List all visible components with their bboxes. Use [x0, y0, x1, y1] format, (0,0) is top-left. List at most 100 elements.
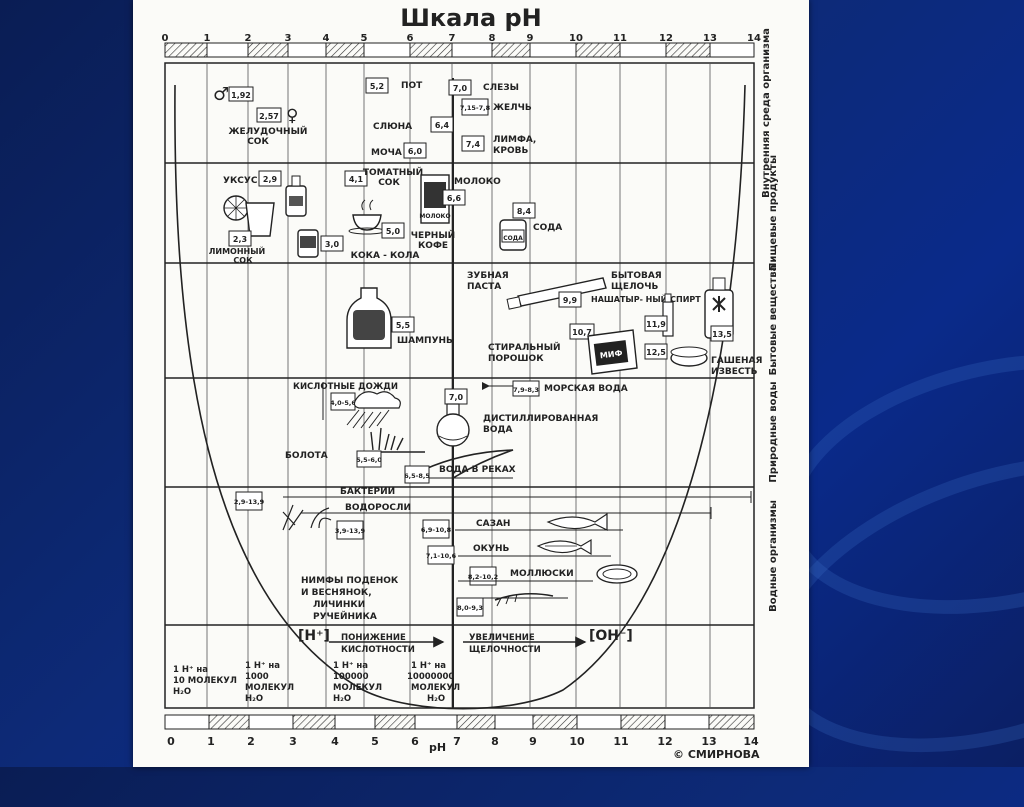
top-scale-bar	[164, 42, 755, 58]
soda-value: 8,4	[517, 207, 532, 216]
bottom-tick-label: 2	[247, 735, 255, 748]
hatched-segment	[491, 42, 531, 58]
top-tick-label: 2	[245, 33, 252, 44]
value-box	[448, 79, 472, 96]
plain-segment	[709, 42, 755, 58]
toothpaste-label: ЗУБНАЯ	[467, 271, 509, 281]
ratio-line: МОЛЕКУЛ	[333, 683, 382, 693]
stomach-value-f: 2,57	[259, 112, 279, 121]
hatched-segment	[532, 714, 578, 730]
increase-label: УВЕЛИЧЕНИЕ	[469, 633, 535, 643]
river-icon	[422, 449, 514, 479]
value-box	[644, 343, 668, 360]
bottom-tick-label: 8	[491, 735, 499, 748]
plain-segment	[529, 42, 577, 58]
ratio-line: 1000	[245, 672, 269, 682]
tomato-label-2: СОК	[378, 178, 400, 188]
tomato-value: 4,1	[349, 175, 364, 184]
lime-value: 12,5	[646, 348, 666, 357]
plain-segment	[248, 714, 294, 730]
sea-label: МОРСКАЯ ВОДА	[544, 384, 628, 394]
hatched-segment	[575, 42, 621, 58]
bile-value: 7,15-7,8	[460, 104, 491, 112]
value-box	[461, 135, 485, 152]
decrease-label-2: КИСЛОТНОСТИ	[341, 645, 415, 655]
ammonia-label: НАШАТЫР- НЫЙ СПИРТ	[591, 293, 701, 304]
value-box	[461, 98, 489, 116]
mollusk-label: МОЛЛЮСКИ	[510, 569, 574, 579]
plain-segment	[664, 714, 710, 730]
ratio-3: 1 H⁺ на 100000 МОЛЕКУЛ H₂O	[333, 661, 382, 704]
ammonia-value: 11,9	[646, 320, 666, 329]
section-label-internal: Внутренняя среда организма	[761, 28, 772, 198]
value-box	[430, 116, 454, 133]
hatched-segment	[208, 714, 250, 730]
value-box	[320, 235, 344, 252]
washing-powder-box-icon: МИФ	[587, 329, 638, 375]
lye-value: 13,5	[712, 330, 732, 339]
top-tick-label: 11	[613, 33, 627, 44]
soda-label: СОДА	[533, 223, 562, 233]
ratio-line: H₂O	[173, 687, 191, 697]
value-box	[228, 86, 254, 102]
value-box	[403, 142, 427, 159]
plain-segment	[334, 714, 376, 730]
value-box	[365, 77, 389, 94]
perch-value: 7,1-10,6	[426, 552, 457, 560]
saliva-value: 6,4	[435, 121, 450, 130]
urine-label: МОЧА	[371, 148, 402, 158]
value-box	[391, 316, 415, 333]
value-box	[356, 450, 382, 468]
ratio-2: 1 H⁺ на 1000 МОЛЕКУЛ H₂O	[245, 661, 294, 704]
top-tick-label: 5	[361, 33, 368, 44]
value-box	[442, 189, 466, 206]
ratio-1: 1 H⁺ на 10 МОЛЕКУЛ H₂O	[173, 665, 237, 697]
bottom-tick-label: 5	[371, 735, 379, 748]
shampoo-value: 5,5	[396, 321, 411, 330]
vinegar-label: УКСУС	[223, 176, 258, 186]
river-label: ВОДА В РЕКАХ	[439, 465, 516, 475]
value-box	[422, 519, 450, 539]
top-tick-label: 1	[204, 33, 211, 44]
top-tick-label: 7	[449, 33, 456, 44]
lymph-value: 7,4	[466, 140, 481, 149]
bottom-tick-label: 0	[167, 735, 175, 748]
river-value: 6,5-8,5	[404, 472, 430, 480]
value-box	[336, 520, 364, 540]
plain-segment	[619, 42, 667, 58]
bottom-tick-label: 4	[331, 735, 339, 748]
lye-label-2: ЩЕЛОЧЬ	[611, 282, 658, 292]
top-tick-label: 13	[703, 33, 717, 44]
lymph-label: ЛИМФА,	[493, 135, 536, 145]
plain-segment	[206, 42, 249, 58]
milk-box-text: МОЛОКО	[419, 213, 450, 220]
bacteria-label: БАКТЕРИИ	[340, 487, 395, 497]
value-box	[256, 107, 282, 123]
value-box	[381, 222, 405, 239]
lymph-label-2: КРОВЬ	[493, 146, 528, 156]
hatched-segment	[325, 42, 365, 58]
value-box	[344, 170, 368, 187]
lemon-label-2: СОК	[233, 256, 253, 265]
pikeperch-label: САЗАН	[476, 519, 510, 529]
plain-segment	[576, 714, 622, 730]
author-credit: © СМИРНОВА	[673, 748, 760, 761]
nymph-label-2: И ВЕСНЯНОК,	[301, 588, 372, 598]
coffee-label-2: КОФЕ	[418, 241, 448, 251]
stomach-label-2: СОК	[247, 137, 269, 147]
tomato-label: ТОМАТНЫЙ	[363, 166, 423, 178]
plain-segment	[164, 714, 210, 730]
ratio-line: H₂O	[427, 694, 445, 704]
section-natural-waters: КИСЛОТНЫЕ ДОЖДИ 4,0-5,6 7,0 7,9-8,3 МОРС…	[285, 380, 628, 484]
larva-icon	[494, 592, 554, 607]
swamp-label: БОЛОТА	[285, 451, 328, 461]
bottom-tick-label: 12	[657, 735, 672, 748]
hatched-segment	[247, 42, 289, 58]
top-tick-label: 12	[659, 33, 673, 44]
oh-ion-label: [OH⁻]	[589, 628, 633, 644]
powder-value: 10,7	[572, 328, 592, 337]
lime-label-2: ИЗВЕСТЬ	[711, 367, 758, 377]
section-household: ЗУБНАЯ ПАСТА БЫТОВАЯ ЩЕЛОЧЬ 9,9 НАШАТЫР-…	[346, 271, 762, 377]
